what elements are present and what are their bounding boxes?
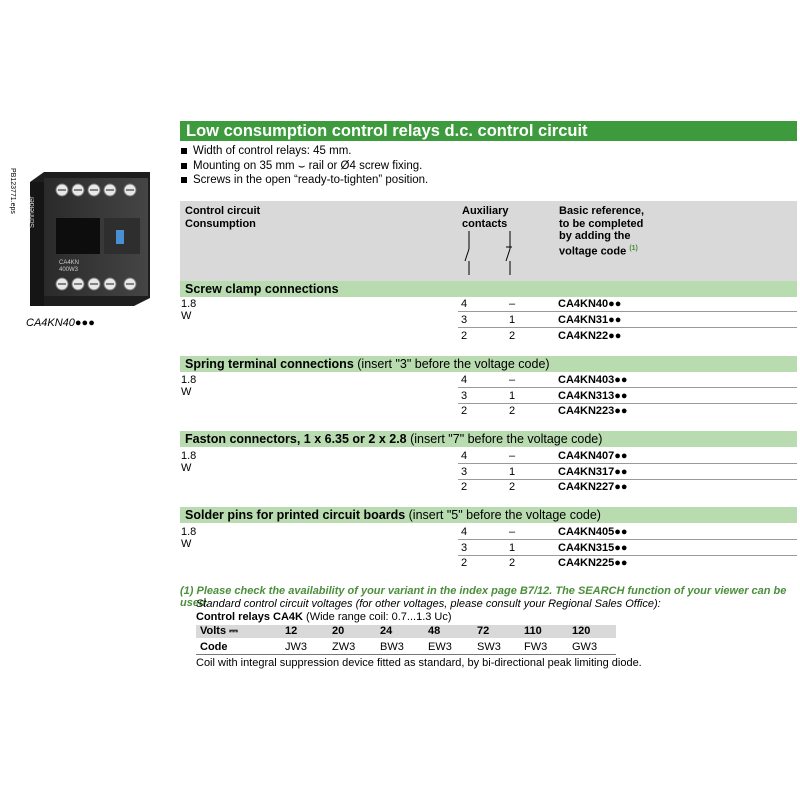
volt-value: 12 bbox=[285, 625, 298, 637]
feature-item: Screws in the open “ready-to-tighten” po… bbox=[180, 173, 428, 188]
table-cell-nc: – bbox=[509, 374, 516, 386]
header-aux-contacts: Auxiliary contacts bbox=[462, 205, 509, 230]
table-cell-nc: 1 bbox=[509, 542, 516, 554]
table-cell-no: 4 bbox=[461, 526, 468, 538]
table-cell-no: 2 bbox=[461, 481, 468, 493]
svg-text:400W3: 400W3 bbox=[59, 267, 79, 273]
table-bottom-rule bbox=[196, 654, 616, 655]
code-label: Code bbox=[200, 641, 228, 653]
table-cell-nc: 2 bbox=[509, 405, 516, 417]
svg-text:CA4KN: CA4KN bbox=[59, 260, 79, 266]
table-cell-nc: 2 bbox=[509, 557, 516, 569]
section-screw-clamp-header: Screw clamp connections bbox=[180, 281, 797, 297]
row-divider bbox=[458, 479, 797, 480]
feature-item: Width of control relays: 45 mm. bbox=[180, 144, 428, 159]
voltage-code: SW3 bbox=[477, 641, 501, 653]
table-cell-reference: CA4KN31●● bbox=[558, 314, 622, 326]
control-relay-photo: Schneider CA4KN 400W3 bbox=[29, 172, 150, 306]
volts-header-row: Volts ⎓ 12 20 24 48 72 110 120 bbox=[196, 625, 616, 638]
table-cell-nc: – bbox=[509, 298, 516, 310]
table-cell-reference: CA4KN405●● bbox=[558, 526, 628, 538]
section-solder-pins-header: Solder pins for printed circuit boards (… bbox=[180, 507, 797, 523]
table-cell-no: 3 bbox=[461, 542, 468, 554]
row-divider bbox=[458, 403, 797, 404]
table-cell-no: 4 bbox=[461, 374, 468, 386]
table-cell-nc: – bbox=[509, 526, 516, 538]
section-spring-terminal-header: Spring terminal connections (insert "3" … bbox=[180, 356, 797, 372]
consumption-value: 1.8 W bbox=[181, 526, 197, 550]
image-reference-label: PB123771.eps bbox=[9, 168, 16, 214]
table-cell-nc: 2 bbox=[509, 330, 516, 342]
volt-value: 48 bbox=[428, 625, 441, 637]
table-cell-reference: CA4KN227●● bbox=[558, 481, 628, 493]
volt-value: 110 bbox=[524, 625, 542, 637]
row-divider bbox=[458, 387, 797, 388]
row-divider bbox=[458, 311, 797, 312]
consumption-value: 1.8 W bbox=[181, 374, 197, 398]
table-cell-nc: 1 bbox=[509, 314, 516, 326]
coil-note: Coil with integral suppression device fi… bbox=[196, 657, 642, 669]
availability-footnote: (1) Please check the availability of you… bbox=[180, 585, 787, 609]
table-cell-no: 2 bbox=[461, 330, 468, 342]
table-cell-no: 2 bbox=[461, 557, 468, 569]
table-cell-reference: CA4KN22●● bbox=[558, 330, 622, 342]
table-cell-reference: CA4KN225●● bbox=[558, 557, 628, 569]
section-faston-header: Faston connectors, 1 x 6.35 or 2 x 2.8 (… bbox=[180, 431, 797, 447]
table-header: Control circuit Consumption Auxiliary co… bbox=[180, 201, 797, 281]
table-cell-reference: CA4KN407●● bbox=[558, 450, 628, 462]
voltage-code: JW3 bbox=[285, 641, 307, 653]
voltages-note: Standard control circuit voltages (for o… bbox=[196, 598, 661, 610]
table-cell-reference: CA4KN223●● bbox=[558, 405, 628, 417]
consumption-value: 1.8 W bbox=[181, 450, 197, 474]
volt-value: 120 bbox=[572, 625, 591, 637]
row-divider bbox=[458, 463, 797, 464]
row-divider bbox=[458, 555, 797, 556]
table-cell-no: 3 bbox=[461, 390, 468, 402]
table-cell-no: 4 bbox=[461, 450, 468, 462]
table-cell-nc: 2 bbox=[509, 481, 516, 493]
code-row: Code JW3 ZW3 BW3 EW3 SW3 FW3 GW3 bbox=[196, 641, 616, 654]
voltage-code: GW3 bbox=[572, 641, 598, 653]
voltage-code: BW3 bbox=[380, 641, 404, 653]
voltage-code: ZW3 bbox=[332, 641, 356, 653]
table-cell-nc: 1 bbox=[509, 390, 516, 402]
volt-value: 24 bbox=[380, 625, 393, 637]
volt-value: 72 bbox=[477, 625, 490, 637]
volts-label: Volts ⎓ bbox=[200, 625, 238, 637]
table-cell-no: 2 bbox=[461, 405, 468, 417]
header-consumption: Control circuit Consumption bbox=[185, 205, 261, 230]
voltage-code: EW3 bbox=[428, 641, 452, 653]
volt-value: 20 bbox=[332, 625, 345, 637]
consumption-value: 1.8 W bbox=[181, 298, 197, 322]
table-cell-reference: CA4KN40●● bbox=[558, 298, 622, 310]
contact-symbols-icon bbox=[464, 231, 512, 275]
table-cell-no: 3 bbox=[461, 466, 468, 478]
table-cell-nc: 1 bbox=[509, 466, 516, 478]
feature-list: Width of control relays: 45 mm. Mounting… bbox=[180, 144, 428, 188]
row-divider bbox=[458, 539, 797, 540]
page-title: Low consumption control relays d.c. cont… bbox=[180, 121, 797, 141]
table-cell-reference: CA4KN317●● bbox=[558, 466, 628, 478]
voltage-code: FW3 bbox=[524, 641, 548, 653]
table-cell-reference: CA4KN403●● bbox=[558, 374, 628, 386]
table-cell-no: 4 bbox=[461, 298, 468, 310]
header-basic-reference: Basic reference, to be completed by addi… bbox=[559, 205, 644, 258]
row-divider bbox=[458, 327, 797, 328]
table-cell-reference: CA4KN313●● bbox=[558, 390, 628, 402]
product-caption: CA4KN40●●● bbox=[26, 317, 95, 329]
table-cell-reference: CA4KN315●● bbox=[558, 542, 628, 554]
svg-text:Schneider: Schneider bbox=[29, 196, 36, 228]
feature-item: Mounting on 35 mm ⌣ rail or Ø4 screw fix… bbox=[180, 159, 428, 174]
table-cell-nc: – bbox=[509, 450, 516, 462]
control-relays-heading: Control relays CA4K (Wide range coil: 0.… bbox=[196, 611, 452, 623]
table-cell-no: 3 bbox=[461, 314, 468, 326]
